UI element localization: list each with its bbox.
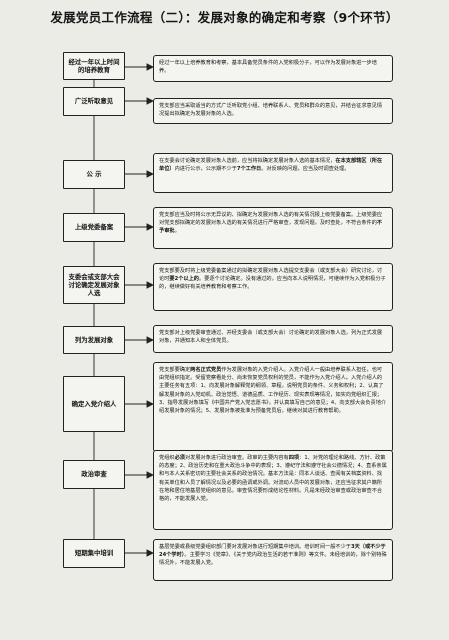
description-text: 党支部应当采取适当的方式广泛听取党小组、培养联系人、党员和群众的意见，并结合征求… xyxy=(159,103,383,118)
step-box-2: 广泛听取意见 xyxy=(63,87,125,116)
emphasis-text: 7个工作日 xyxy=(236,166,262,173)
step-box-7: 确定入党介绍人 xyxy=(63,376,125,432)
step-label-2: 广泛听取意见 xyxy=(74,97,114,106)
description-text: 。对反映的问题，应当及时调查处理。 xyxy=(261,166,350,173)
step-label-3: 公 示 xyxy=(86,170,102,179)
description-text: ：1、对党的理论和路线、方针、政策的态度；2、政治历史和在重大政治斗争中的表现；… xyxy=(159,455,387,503)
description-text: 经过一年以上培养教育和考察，基本具备党员条件的入党积极分子，可以作为发展对象进一… xyxy=(159,60,377,75)
step-description-8: 党组织必须对发展对象进行政治审查。政审的主要内容有四项：1、对党的理论和路线、方… xyxy=(153,450,393,530)
step-label-6: 列为发展对象 xyxy=(74,335,114,344)
step-description-5: 党支部要及时将上级党委备案通过的拟确定发展对象人选提交支委会（或支部大会）研究讨… xyxy=(153,263,393,311)
description-text: 党支部应当及时将公示无异议的、拟确定为发展对象人选的有关情况报上级党委备案。上级… xyxy=(159,212,383,227)
description-text: 。 xyxy=(174,228,180,235)
step-box-3: 公 示 xyxy=(63,160,125,189)
description-text: 党支部要确定 xyxy=(159,367,191,373)
step-label-8: 政治审查 xyxy=(81,470,107,479)
description-text: 。主要学习《党章》、《关于党内政治生活的若干准则》等文件。未经培训的，除个别特殊… xyxy=(159,552,387,567)
description-text: 党组织 xyxy=(159,455,175,461)
step-description-6: 党支部对上级党委审查通过、并经支委会（或支部大会）讨论确定的发展对象人选，列为正… xyxy=(153,325,393,353)
step-box-6: 列为发展对象 xyxy=(63,326,125,354)
emphasis-text: 在本支部辖区（所在单位） xyxy=(159,158,383,173)
emphasis-text: 不予审批 xyxy=(159,220,383,235)
step-description-3: 在支委会讨论确定发展对象人选前，应当将拟确定发展对象人选的基本情况，在本支部辖区… xyxy=(153,153,393,193)
description-text: 对发展对象进行政治审查。政审的主要内容有 xyxy=(184,455,289,461)
step-label-4: 上级党委备案 xyxy=(74,223,114,232)
step-box-8: 政治审查 xyxy=(63,460,125,489)
emphasis-text: 必须 xyxy=(174,455,185,461)
emphasis-text: 两名正式党员 xyxy=(190,367,222,373)
description-text: 内进行公示，公示期不少于 xyxy=(174,166,237,173)
step-box-1: 经过一年以上时间的培养教育 xyxy=(63,52,125,80)
step-description-7: 党支部要确定两名正式党员作为发展对象的入党介绍人。入党介绍人一般由培养联系人担任… xyxy=(153,362,393,452)
step-label-7: 确定入党介绍人 xyxy=(71,399,117,408)
step-description-2: 党支部应当采取适当的方式广泛听取党小组、培养联系人、党员和群众的意见，并结合征求… xyxy=(153,98,393,124)
description-text: 基层党委或县级党委组织部门要对发展对象进行短期集中培训。培训时间一般不少于 xyxy=(159,544,351,550)
step-description-9: 基层党委或县级党委组织部门要对发展对象进行短期集中培训。培训时间一般不少于3天（… xyxy=(153,539,393,581)
emphasis-text: 3天（或不少于24个学时） xyxy=(159,544,386,559)
page-title: 发展党员工作流程（二）：发展对象的确定和考察（9个环节） xyxy=(50,10,399,25)
step-label-9: 短期集中培训 xyxy=(74,549,114,558)
step-description-4: 党支部应当及时将公示无异议的、拟确定为发展对象人选的有关情况报上级党委备案。上级… xyxy=(153,207,393,249)
emphasis-text: 四项 xyxy=(288,455,300,461)
step-label-1: 经过一年以上时间的培养教育 xyxy=(68,57,120,74)
description-text: 作为发展对象的入党介绍人。入党介绍人一般由培养联系人担任，也可由党组织指定。受留… xyxy=(159,367,387,415)
description-text: 党支部对上级党委审查通过、并经支委会（或支部大会）讨论确定的发展对象人选，列为正… xyxy=(159,330,383,345)
step-box-5: 支委会或支部大会讨论确定发展对象人选 xyxy=(63,266,125,304)
step-box-4: 上级党委备案 xyxy=(63,213,125,242)
step-label-5: 支委会或支部大会讨论确定发展对象人选 xyxy=(68,272,120,298)
emphasis-text: 要2个以上的 xyxy=(169,276,199,283)
description-text: 党支部要及时将上级党委备案通过的拟确定发展对象人选提交支委会（或支部大会）研究讨… xyxy=(159,268,383,283)
description-text: 在支委会讨论确定发展对象人选前，应当将拟确定发展对象人选的基本情况， xyxy=(159,158,336,164)
description-text: 。要逐个讨论确定。没有通过的，应当向本人说明情况，可继续作为入党积极分子的，继续… xyxy=(159,276,386,291)
step-box-9: 短期集中培训 xyxy=(63,539,125,568)
step-description-1: 经过一年以上培养教育和考察，基本具备党员条件的入党积极分子，可以作为发展对象进一… xyxy=(153,55,393,82)
